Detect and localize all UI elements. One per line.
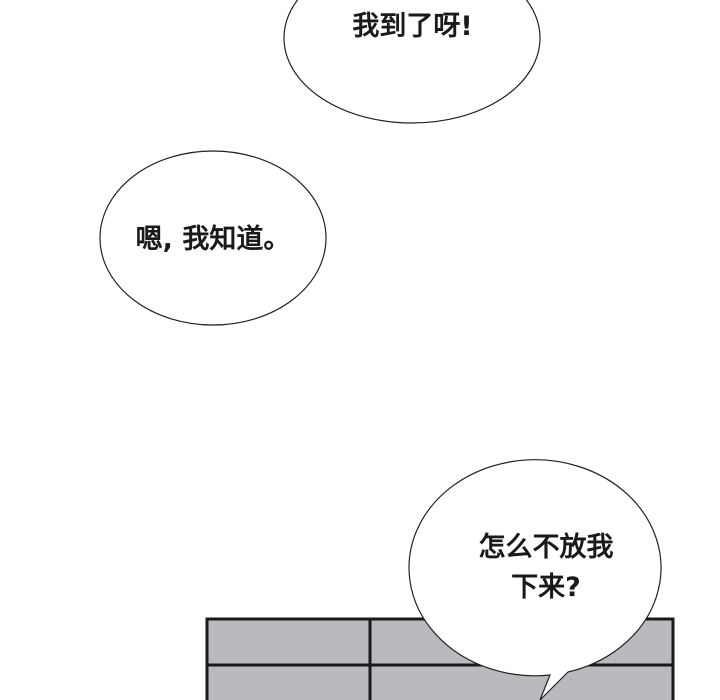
bubble-text-bottom-line1: 怎么不放我 (478, 532, 614, 563)
speech-bubble-top (283, 0, 541, 124)
bubble-text-middle: 嗯, 我知道。 (135, 224, 291, 255)
speech-bubble-middle (99, 150, 327, 326)
bubble-text-bottom-line2: 下来? (511, 572, 581, 603)
speech-bubble-bottom (408, 459, 662, 700)
bubble-text-top: 我到了呀! (352, 11, 473, 42)
